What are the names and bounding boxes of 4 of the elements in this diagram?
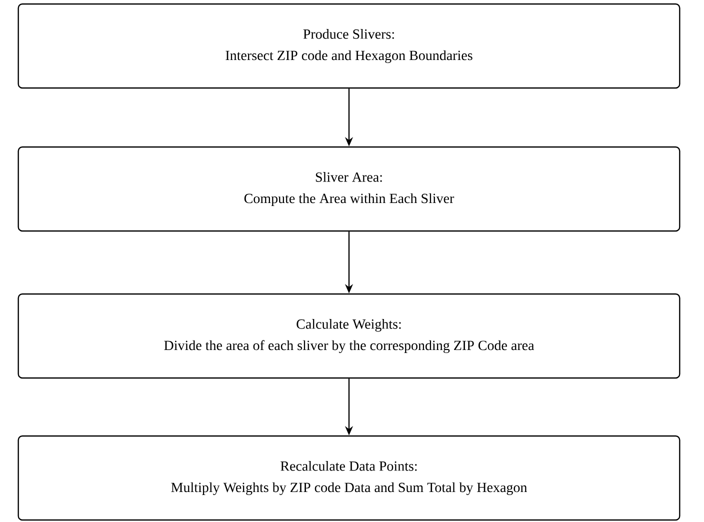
process-box: Produce Slivers: Intersect ZIP code and Hexagon Boundaries <box>18 3 680 89</box>
process-box: Sliver Area: Compute the Area within Each Sliver <box>18 146 680 232</box>
process-box: Recalculate Data Points: Multiply Weights by ZIP code Data and Sum Total by Hexagon <box>18 435 680 521</box>
process-box: Calculate Weights: Divide the area of each sliver by the corresponding ZIP Code area <box>18 293 680 379</box>
